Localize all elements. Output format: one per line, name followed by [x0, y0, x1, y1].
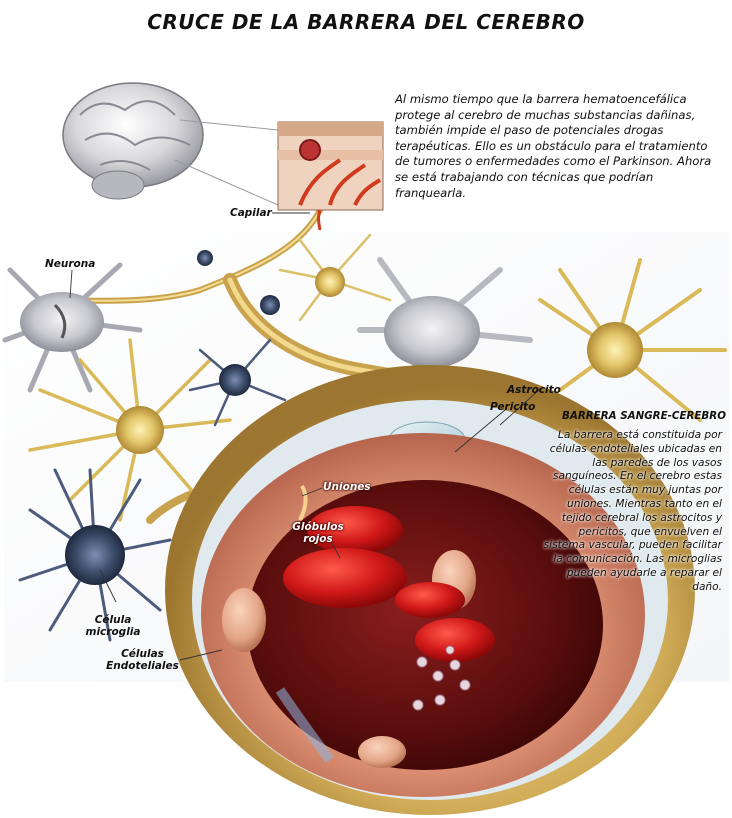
astrocyte-right — [538, 258, 727, 422]
label-globulos-rojos: Glóbulos rojos — [292, 521, 344, 545]
page-title: CRUCE DE LA BARRERA DEL CEREBRO — [147, 10, 585, 34]
tissue-cube — [277, 121, 384, 231]
neuron-left — [2, 262, 143, 393]
label-capilar: Capilar — [230, 207, 272, 219]
microglia-lower — [18, 468, 172, 642]
label-uniones: Uniones — [323, 481, 371, 493]
label-neurona: Neurona — [45, 258, 96, 270]
microglia-small — [197, 250, 280, 315]
astrocyte-left — [28, 338, 232, 522]
barrier-box-body: La barrera está constituida por células … — [543, 429, 722, 593]
intro-paragraph: Al mismo tiempo que la barrera hematoenc… — [395, 92, 712, 200]
label-celulas-endoteliales: Células Endoteliales — [106, 648, 179, 672]
label-celula-microglia: Célula microglia — [85, 614, 141, 638]
label-astrocito: Astrocito — [507, 384, 561, 396]
barrier-box-title: BARRERA SANGRE-CEREBRO — [562, 410, 726, 422]
brain-illustration — [62, 82, 279, 206]
microglia-middle — [188, 338, 287, 427]
astrocyte-top — [278, 233, 392, 322]
leader-lines — [69, 212, 541, 661]
vessel-cross-section — [165, 365, 695, 815]
neuron-right — [357, 257, 533, 403]
label-pericito: Pericito — [490, 401, 536, 413]
